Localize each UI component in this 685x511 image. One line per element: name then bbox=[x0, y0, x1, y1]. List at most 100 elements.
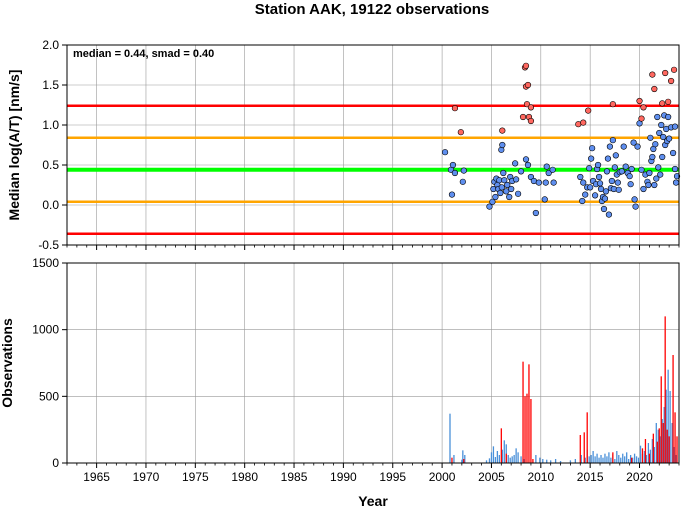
scatter-point bbox=[459, 178, 466, 185]
scatter-point bbox=[579, 197, 586, 205]
scatter-point bbox=[632, 203, 639, 210]
scatter-point bbox=[588, 155, 595, 162]
scatter-point bbox=[671, 165, 679, 173]
scatter-point bbox=[451, 169, 459, 177]
scatter-point bbox=[654, 113, 661, 121]
scatter-point bbox=[501, 177, 508, 184]
scatter-point bbox=[662, 69, 669, 77]
scatter-point bbox=[460, 167, 467, 174]
scatter-point bbox=[457, 129, 464, 136]
scatter-point bbox=[651, 85, 658, 93]
scatter-point bbox=[612, 152, 619, 159]
scatter-point bbox=[591, 192, 599, 199]
scatter-point bbox=[666, 135, 673, 142]
scatter-point bbox=[517, 168, 525, 175]
scatter-point bbox=[499, 127, 506, 134]
scatter-point bbox=[542, 179, 549, 186]
scatter-point bbox=[618, 168, 625, 175]
scatter-point bbox=[603, 168, 611, 175]
scatter-point bbox=[609, 137, 616, 144]
scatter-point bbox=[449, 161, 457, 169]
scatter-point bbox=[523, 101, 531, 108]
bottom-y-axis-label: Observations bbox=[0, 318, 15, 408]
scatter-point bbox=[628, 165, 635, 173]
bottom-y-tick-label: 0 bbox=[52, 456, 59, 470]
scatter-point bbox=[448, 191, 456, 198]
scatter-point bbox=[586, 165, 593, 172]
scatter-point bbox=[636, 97, 643, 105]
top-reference-lines bbox=[67, 104, 679, 236]
scatter-point bbox=[653, 175, 660, 182]
scatter-point bbox=[646, 169, 653, 177]
top-y-axis-label: Median log(A/T) [nm/s] bbox=[6, 70, 22, 221]
scatter-point bbox=[669, 149, 677, 157]
scatter-point bbox=[608, 177, 615, 185]
scatter-point bbox=[611, 164, 618, 171]
top-y-tick-label: 0.5 bbox=[42, 158, 59, 172]
scatter-point bbox=[614, 179, 621, 186]
scatter-point bbox=[671, 123, 679, 130]
scatter-point bbox=[527, 117, 535, 125]
top-y-tick-label: 1.5 bbox=[42, 78, 59, 92]
scatter-point bbox=[660, 133, 667, 141]
scatter-point bbox=[587, 184, 594, 191]
scatter-point bbox=[513, 176, 520, 183]
scatter-point bbox=[606, 143, 614, 150]
x-tick-label: 2000 bbox=[429, 470, 456, 484]
top-y-tick-label: 1.0 bbox=[42, 118, 59, 132]
scatter-point bbox=[615, 186, 622, 193]
scatter-point bbox=[647, 134, 654, 141]
scatter-point bbox=[673, 173, 681, 180]
scatter-point bbox=[597, 185, 605, 193]
scatter-point bbox=[649, 153, 656, 161]
scatter-point bbox=[670, 66, 678, 73]
scatter-point bbox=[500, 169, 507, 177]
bottom-y-tick-label: 1500 bbox=[32, 256, 59, 270]
scatter-point bbox=[524, 161, 532, 169]
scatter-point bbox=[600, 205, 608, 213]
scatter-point bbox=[651, 181, 658, 189]
scatter-point bbox=[498, 184, 505, 191]
scatter-point bbox=[580, 119, 587, 126]
scatter-point bbox=[589, 145, 596, 152]
scatter-point bbox=[640, 104, 647, 111]
x-tick-label: 1965 bbox=[83, 470, 110, 484]
x-tick-label: 1980 bbox=[231, 470, 258, 484]
scatter-point bbox=[504, 181, 511, 189]
scatter-point bbox=[577, 173, 584, 181]
scatter-point bbox=[527, 104, 535, 111]
scatter-point bbox=[451, 105, 459, 112]
top-scatter-points bbox=[441, 62, 681, 218]
x-tick-label: 1970 bbox=[133, 470, 160, 484]
scatter-point bbox=[596, 180, 604, 187]
scatter-point bbox=[492, 193, 499, 201]
x-tick-label: 2005 bbox=[478, 470, 505, 484]
scatter-point bbox=[656, 129, 663, 137]
scatter-point bbox=[506, 193, 513, 201]
x-tick-label: 1990 bbox=[330, 470, 357, 484]
scatter-point bbox=[645, 181, 652, 189]
top-y-ticks: -0.50.00.51.01.52.0 bbox=[38, 38, 67, 252]
stats-annotation: median = 0.44, smad = 0.40 bbox=[73, 48, 214, 60]
scatter-point bbox=[668, 77, 675, 85]
x-tick-label: 2010 bbox=[527, 470, 554, 484]
scatter-point bbox=[655, 164, 662, 171]
scatter-point bbox=[604, 155, 612, 162]
scatter-point bbox=[489, 198, 496, 205]
scatter-point bbox=[609, 101, 616, 108]
scatter-point bbox=[622, 163, 629, 170]
scatter-point bbox=[503, 188, 510, 195]
scatter-point bbox=[582, 191, 589, 198]
x-tick-label: 2015 bbox=[577, 470, 604, 484]
scatter-point bbox=[602, 188, 610, 195]
x-axis-label: Year bbox=[358, 493, 388, 509]
scatter-point bbox=[541, 196, 548, 203]
scatter-point bbox=[630, 139, 637, 146]
x-tick-label: 2020 bbox=[626, 470, 653, 484]
scatter-point bbox=[441, 149, 449, 156]
scatter-point bbox=[631, 196, 638, 203]
scatter-point bbox=[508, 185, 515, 193]
bottom-bars bbox=[449, 316, 678, 463]
scatter-point bbox=[665, 113, 672, 121]
x-tick-label: 1975 bbox=[182, 470, 209, 484]
